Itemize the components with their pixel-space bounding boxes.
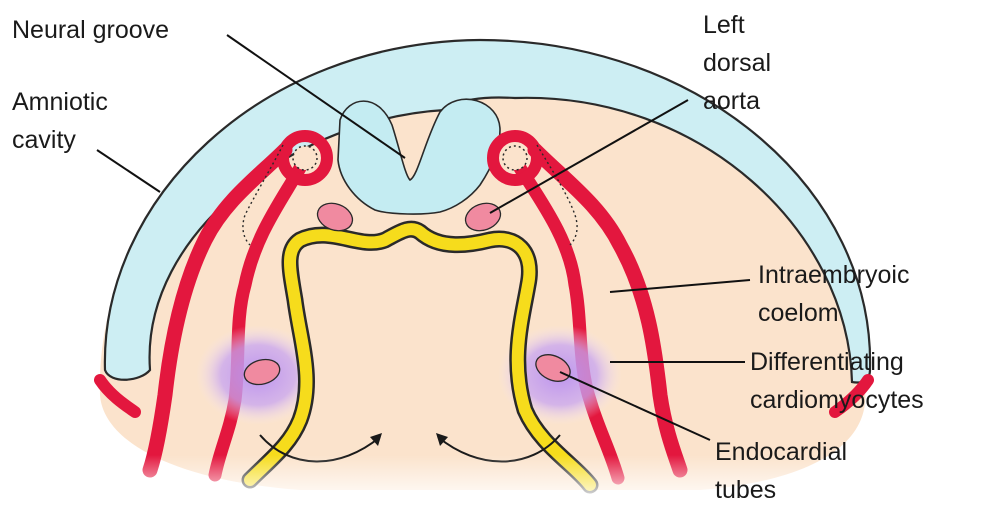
label-left-dorsal-aorta: Left dorsal aorta xyxy=(703,11,778,115)
label-amniotic-cavity: Amniotic cavity xyxy=(12,88,115,154)
label-neural-groove: Neural groove xyxy=(12,16,169,44)
leader-amniotic-cavity xyxy=(97,150,160,192)
left-somite-core xyxy=(293,146,317,170)
right-somite-core xyxy=(503,146,527,170)
